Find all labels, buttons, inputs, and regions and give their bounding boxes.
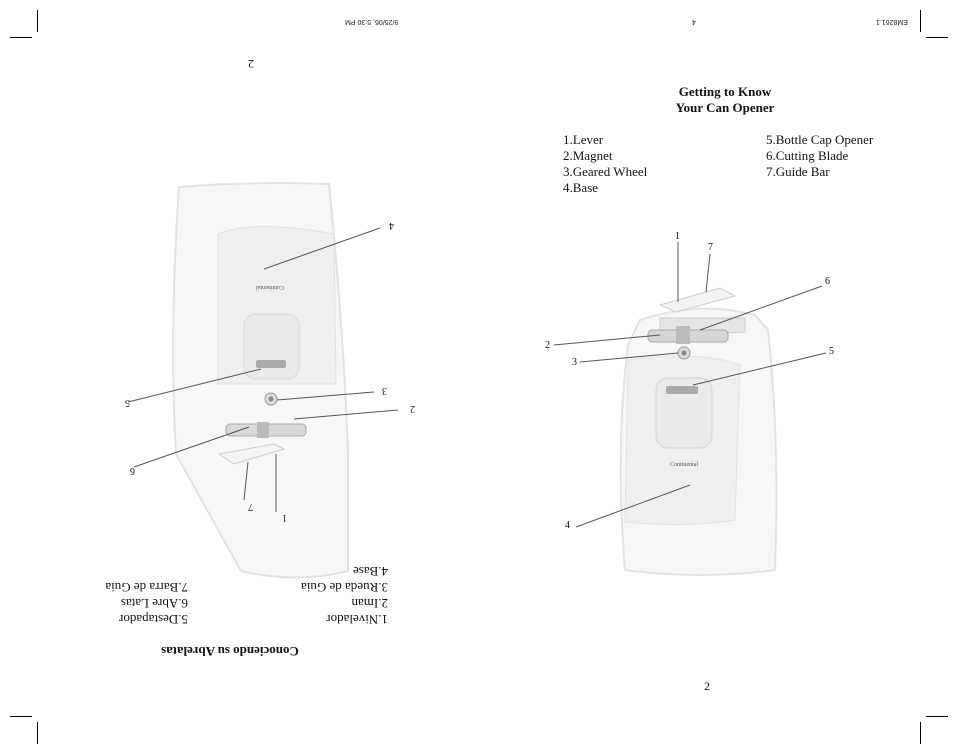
right-callout-1: 1 [675, 231, 680, 242]
right-title-line2: Your Can Opener [675, 100, 775, 115]
right-part-3: 3.Geared Wheel [563, 164, 648, 179]
right-title: Getting to Know Your Can Opener [645, 84, 805, 116]
right-part-1: 1.Lever [563, 132, 604, 147]
right-parts-list-1: 1.Lever 2.Magnet 3.Geared Wheel 4.Base [563, 132, 647, 196]
svg-text:Continental: Continental [256, 284, 284, 290]
right-part-2: 2.Magnet [563, 148, 613, 163]
right-part-5: 5.Bottle Cap Opener [766, 132, 874, 147]
right-title-line1: Getting to Know [678, 84, 772, 99]
svg-text:Continental: Continental [670, 462, 698, 468]
right-part-4: 4.Base [563, 180, 599, 195]
right-callout-2: 2 [545, 340, 550, 351]
right-part-7: 7.Guide Bar [766, 164, 830, 179]
right-callout-4: 4 [565, 520, 570, 531]
right-part-6: 6.Cutting Blade [766, 148, 849, 163]
right-page-number: 2 [704, 679, 710, 693]
right-callout-7: 7 [708, 242, 713, 253]
right-callout-5: 5 [829, 346, 834, 357]
right-callout-6: 6 [825, 276, 830, 287]
right-parts-list-2: 5.Bottle Cap Opener 6.Cutting Blade 7.Gu… [766, 132, 873, 180]
right-callout-3: 3 [572, 357, 577, 368]
